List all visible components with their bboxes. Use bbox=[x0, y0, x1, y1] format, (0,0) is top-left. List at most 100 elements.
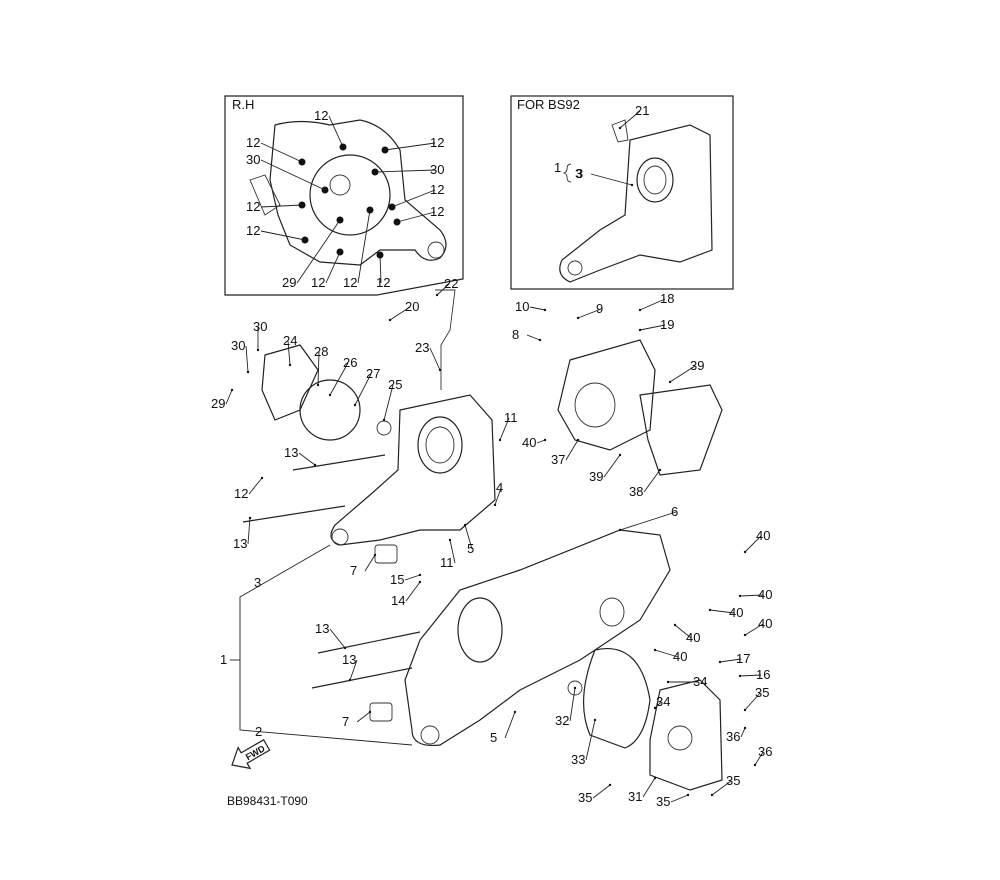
leader-line bbox=[225, 389, 233, 405]
leader-line bbox=[639, 324, 666, 331]
part-callout-40: 40 bbox=[686, 630, 700, 645]
leader-line bbox=[536, 439, 546, 444]
callout-point bbox=[348, 678, 352, 682]
leader-line bbox=[740, 727, 746, 738]
callout-point bbox=[638, 308, 642, 312]
callout-point bbox=[388, 203, 396, 211]
leader-line bbox=[260, 142, 303, 163]
part-callout-14: 14 bbox=[391, 593, 405, 608]
leader-line bbox=[754, 751, 764, 766]
leader-line bbox=[569, 687, 576, 722]
bs92-crankcase-drawing bbox=[559, 119, 713, 283]
leader-line bbox=[389, 306, 411, 321]
part-callout-1: 1 bbox=[220, 652, 227, 667]
callout-point bbox=[743, 708, 747, 712]
callout-point bbox=[710, 793, 714, 797]
part-callout-40: 40 bbox=[758, 587, 772, 602]
inset-bs92-title: FOR BS92 bbox=[517, 97, 580, 112]
part-callout-39: 39 bbox=[589, 469, 603, 484]
rh-cover-drawing bbox=[249, 119, 447, 266]
callout-point bbox=[301, 236, 309, 244]
callout-point bbox=[498, 438, 502, 442]
part-callout-40: 40 bbox=[522, 435, 536, 450]
callout-point bbox=[618, 453, 622, 457]
part-callout-12: 12 bbox=[430, 182, 444, 197]
callout-point bbox=[353, 403, 357, 407]
part-callout-22: 22 bbox=[444, 276, 458, 291]
leader-line bbox=[711, 780, 732, 796]
callout-point bbox=[666, 680, 670, 684]
callout-point bbox=[328, 393, 332, 397]
leader-line bbox=[317, 351, 320, 386]
leader-line bbox=[245, 345, 249, 373]
leader-line bbox=[374, 169, 436, 173]
leader-line bbox=[526, 334, 541, 341]
part-callout-35: 35 bbox=[578, 790, 592, 805]
part-callout-8: 8 bbox=[512, 327, 519, 342]
leader-line bbox=[642, 777, 656, 798]
leader-line bbox=[504, 711, 516, 739]
leader-line bbox=[325, 251, 341, 284]
part-callout-23: 23 bbox=[415, 340, 429, 355]
studs bbox=[242, 454, 421, 689]
leader-line bbox=[494, 487, 502, 506]
callout-point bbox=[708, 608, 712, 612]
part-callout-35: 35 bbox=[726, 773, 740, 788]
leader-line bbox=[383, 384, 394, 421]
part-callout-20: 20 bbox=[405, 299, 419, 314]
leader-line bbox=[744, 535, 762, 553]
callout-point bbox=[298, 201, 306, 209]
callout-point bbox=[393, 218, 401, 226]
part-callout-36: 36 bbox=[726, 729, 740, 744]
callout-point bbox=[658, 468, 662, 472]
callout-point bbox=[388, 318, 392, 322]
bracket bbox=[562, 163, 572, 183]
leader-line bbox=[449, 539, 456, 564]
diagram-code: BB98431-T090 bbox=[227, 794, 308, 808]
leader-line bbox=[260, 204, 303, 208]
part-callout-9: 9 bbox=[596, 301, 603, 316]
part-callout-12: 12 bbox=[343, 275, 357, 290]
part-callout-29: 29 bbox=[282, 275, 296, 290]
callout-point bbox=[256, 348, 260, 352]
part-callout-26: 26 bbox=[343, 355, 357, 370]
callout-point bbox=[753, 763, 757, 767]
callout-point bbox=[246, 370, 250, 374]
part-callout-40: 40 bbox=[756, 528, 770, 543]
callout-point bbox=[435, 293, 439, 297]
callout-point bbox=[260, 476, 264, 480]
fwd-label: FWD bbox=[244, 743, 267, 762]
callout-point bbox=[230, 388, 234, 392]
leader-line bbox=[436, 283, 450, 296]
leader-line bbox=[744, 623, 764, 636]
main-crankcase-drawing bbox=[369, 529, 723, 791]
callout-point bbox=[743, 550, 747, 554]
inset-bs92-frame bbox=[510, 95, 734, 290]
callout-point bbox=[438, 368, 442, 372]
callout-point bbox=[653, 706, 657, 710]
leader-line bbox=[669, 365, 696, 383]
part-callout-16: 16 bbox=[756, 667, 770, 682]
callout-point bbox=[418, 580, 422, 584]
leader-line bbox=[248, 477, 263, 495]
part-callout-38: 38 bbox=[629, 484, 643, 499]
leader-line bbox=[643, 469, 661, 493]
part-callout-18: 18 bbox=[660, 291, 674, 306]
leader-line bbox=[298, 452, 316, 466]
part-callout-5: 5 bbox=[490, 730, 497, 745]
callout-point bbox=[448, 538, 452, 542]
leader-line bbox=[296, 219, 341, 284]
part-callout-13: 13 bbox=[315, 621, 329, 636]
leader-line bbox=[603, 454, 621, 478]
callout-point bbox=[653, 648, 657, 652]
callout-point bbox=[738, 674, 742, 678]
callout-point bbox=[538, 338, 542, 342]
leader-line bbox=[565, 439, 579, 461]
callout-point bbox=[493, 503, 497, 507]
leader-line bbox=[328, 115, 344, 148]
callout-point bbox=[336, 248, 344, 256]
callout-point bbox=[686, 793, 690, 797]
callout-point bbox=[336, 216, 344, 224]
